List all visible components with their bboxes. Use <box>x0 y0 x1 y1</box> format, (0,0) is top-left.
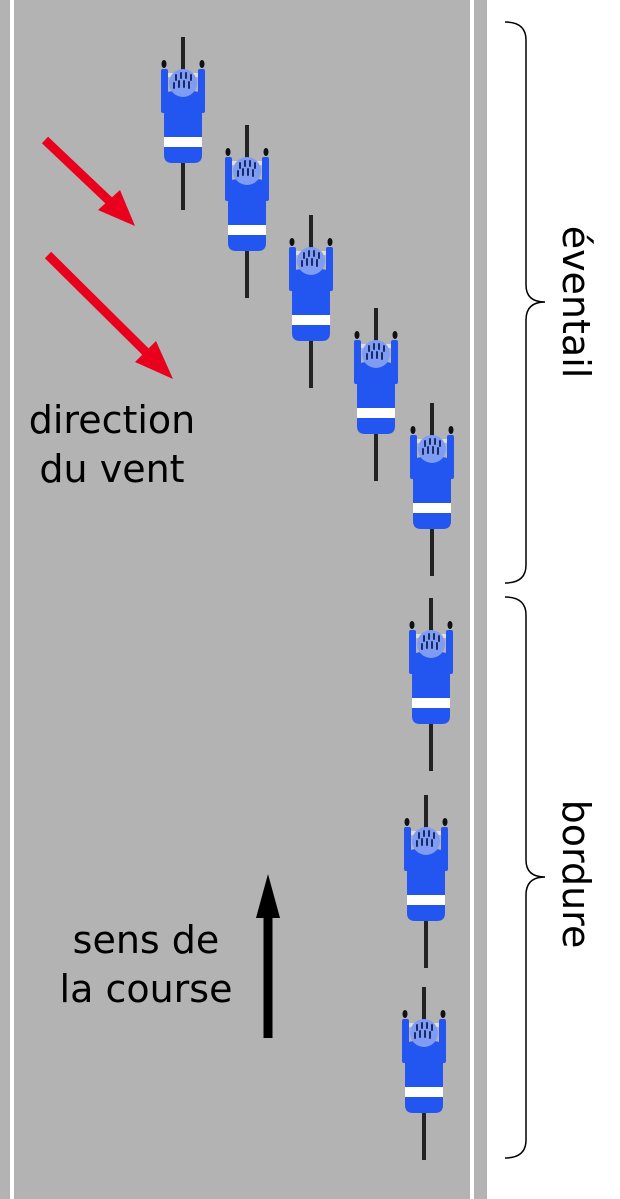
brace-edge <box>504 596 546 1159</box>
group-label-fan: éventail <box>554 226 598 379</box>
wind-label-line2: du vent <box>39 447 184 491</box>
race-label-line2: la course <box>60 967 233 1011</box>
wind-label-line1: direction <box>29 398 196 442</box>
road-edge-line-right <box>470 0 474 1199</box>
wind-arrows <box>41 136 173 379</box>
race-label-line1: sens de <box>73 918 220 962</box>
group-label-edge: bordure <box>554 800 598 949</box>
road-edge-line-left <box>10 0 14 1199</box>
wind-arrow-2 <box>44 251 164 370</box>
brace-fan <box>504 21 546 584</box>
race-direction-arrow <box>256 874 280 1038</box>
